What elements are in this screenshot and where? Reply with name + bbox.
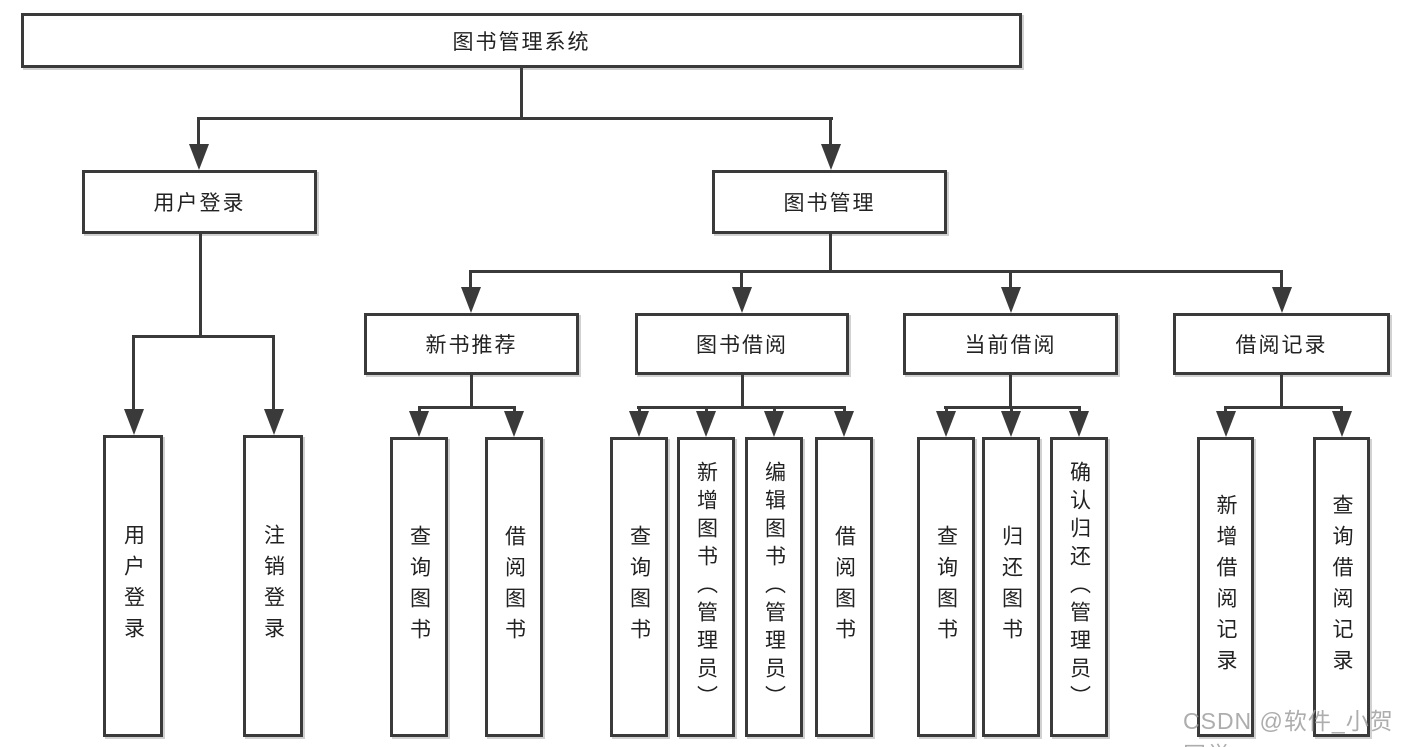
connector-line [1224,406,1227,413]
connector-line [1340,406,1343,413]
connector-line [1280,375,1283,406]
leaf-logout: 注销登录 [243,435,303,737]
node-user-login: 用户登录 [82,170,317,234]
node-book-management: 图书管理 [712,170,947,234]
leaf-borrow-books: 借阅图书 [815,437,873,737]
arrowhead [461,287,481,313]
leaf-add-books-admin: 新增图书（管理员） [677,437,735,737]
node-library-management-system: 图书管理系统 [21,13,1022,68]
connector-line [520,68,523,117]
leaf-user-login: 用户登录 [103,435,163,737]
connector-line [197,117,833,120]
leaf-query-borrow-record: 查询借阅记录 [1313,437,1370,737]
connector-line [418,406,516,409]
leaf-query-books: 查询图书 [610,437,668,737]
connector-line [199,234,202,335]
connector-line [1224,406,1343,409]
connector-line [741,375,744,406]
arrowhead [1332,411,1352,437]
connector-line [638,406,641,413]
connector-line [829,234,832,270]
arrowhead [629,411,649,437]
arrowhead [732,287,752,313]
arrowhead [1272,287,1292,313]
connector-line [272,335,275,411]
leaf-edit-books-admin: 编辑图书（管理员） [745,437,803,737]
connector-line [637,406,846,409]
connector-line [1009,270,1012,288]
leaf-query-books: 查询图书 [390,437,448,737]
leaf-return-books: 归还图书 [982,437,1040,737]
arrowhead [504,411,524,437]
connector-line [513,406,516,413]
arrowhead [821,144,841,170]
arrowhead [409,411,429,437]
connector-line [1078,406,1081,413]
arrowhead [189,144,209,170]
leaf-query-books: 查询图书 [917,437,975,737]
connector-line [418,406,421,413]
connector-line [705,406,708,413]
arrowhead [1001,287,1021,313]
connector-line [945,406,948,413]
node-current-borrowing: 当前借阅 [903,313,1118,375]
arrowhead [834,411,854,437]
node-new-book-recommendation: 新书推荐 [364,313,579,375]
connector-line [132,335,135,411]
arrowhead [264,409,284,435]
arrowhead [696,411,716,437]
connector-line [469,270,1283,273]
connector-line [829,117,832,145]
connector-line [1280,270,1283,288]
arrowhead [936,411,956,437]
leaf-confirm-return-admin: 确认归还（管理员） [1050,437,1108,737]
leaf-add-borrow-record: 新增借阅记录 [1197,437,1254,737]
csdn-watermark: CSDN @软件_小贺同学 [1183,708,1394,747]
arrowhead [1216,411,1236,437]
leaf-borrow-books: 借阅图书 [485,437,543,737]
connector-line [1010,406,1013,413]
arrowhead [1069,411,1089,437]
arrowhead [124,409,144,435]
connector-line [773,406,776,413]
node-book-borrowing: 图书借阅 [635,313,849,375]
connector-line [132,335,275,338]
connector-line [470,375,473,406]
connector-line [469,270,472,288]
connector-line [1009,375,1012,406]
connector-line [843,406,846,413]
arrowhead [764,411,784,437]
node-borrowing-records: 借阅记录 [1173,313,1390,375]
connector-line [740,270,743,288]
arrowhead [1001,411,1021,437]
connector-line [197,117,200,145]
